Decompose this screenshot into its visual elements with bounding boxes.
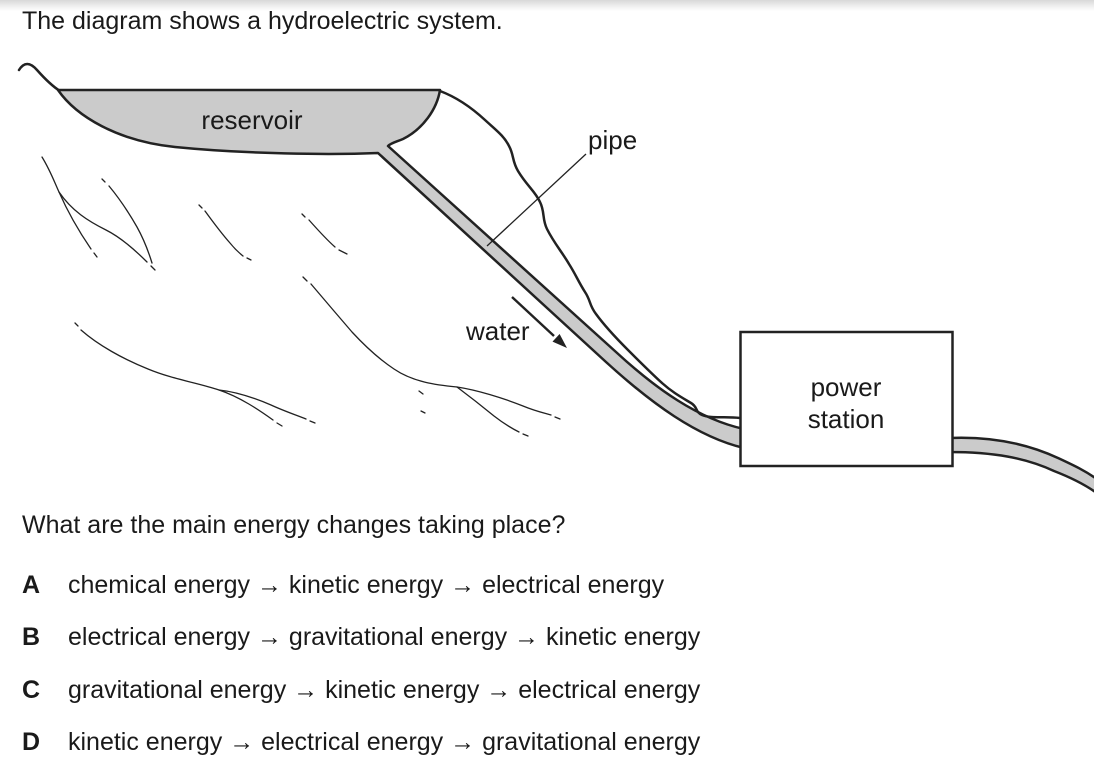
terrain-strokes <box>41 156 561 437</box>
option-row-c: C gravitational energy → kinetic energy … <box>22 674 700 706</box>
terrain-dash <box>301 213 306 218</box>
option-letter-a: A <box>22 571 41 599</box>
question-text: What are the main energy changes taking … <box>22 511 566 539</box>
hill-crest-line <box>17 62 62 93</box>
water-flow-arrowhead <box>552 334 567 348</box>
option-text-c: gravitational energy → kinetic energy → … <box>68 676 701 704</box>
terrain-stroke <box>80 329 274 421</box>
terrain-dash <box>309 420 316 424</box>
terrain-dash <box>246 257 252 261</box>
terrain-dash <box>554 416 561 420</box>
power-station-label-line1: power <box>810 371 882 402</box>
terrain-dash <box>276 422 283 427</box>
option-letter-b: B <box>22 623 41 651</box>
option-letter-d: D <box>22 728 41 756</box>
option-text-b: electrical energy → gravitational energy… <box>68 623 701 651</box>
power-station-label-line2: station <box>807 403 885 434</box>
terrain-dash <box>338 249 348 255</box>
pipe-leader-line <box>486 153 587 247</box>
terrain-stroke <box>41 156 92 250</box>
terrain-stroke <box>456 386 520 433</box>
terrain-dash <box>93 252 98 258</box>
terrain-stroke <box>308 219 336 248</box>
terrain-dash <box>420 410 426 414</box>
terrain-dash <box>150 265 156 271</box>
top-edge-shade <box>0 0 1094 11</box>
terrain-stroke <box>58 191 148 263</box>
terrain-stroke <box>310 283 458 388</box>
terrain-dash <box>101 178 106 183</box>
terrain-dash <box>522 433 529 437</box>
water-label: water <box>466 316 530 346</box>
hillside-slope-line <box>438 89 742 420</box>
terrain-stroke <box>108 185 153 264</box>
terrain-dash <box>418 390 424 395</box>
terrain-dash <box>302 276 308 282</box>
reservoir-label: reservoir <box>201 105 303 135</box>
option-row-a: A chemical energy → kinetic energy → ele… <box>22 569 664 601</box>
pipe-label: pipe <box>588 125 638 155</box>
option-letter-c: C <box>22 676 41 704</box>
terrain-stroke <box>456 386 552 416</box>
option-row-b: B electrical energy → gravitational ener… <box>22 621 700 653</box>
terrain-stroke <box>218 389 307 420</box>
tailrace-pipe-shape <box>947 436 1094 493</box>
terrain-dash <box>198 204 203 209</box>
power-station-label: power station <box>740 332 952 466</box>
power-station-box <box>739 330 954 468</box>
option-text-d: kinetic energy → electrical energy → gra… <box>68 728 701 756</box>
option-row-d: D kinetic energy → electrical energy → g… <box>22 726 700 758</box>
option-text-a: chemical energy → kinetic energy → elect… <box>68 571 665 599</box>
water-flow-arrow-line <box>511 296 555 337</box>
reservoir-penstock-shape <box>56 88 746 450</box>
intro-text: The diagram shows a hydroelectric system… <box>22 7 503 35</box>
terrain-dash <box>74 322 79 327</box>
terrain-stroke <box>204 210 244 257</box>
